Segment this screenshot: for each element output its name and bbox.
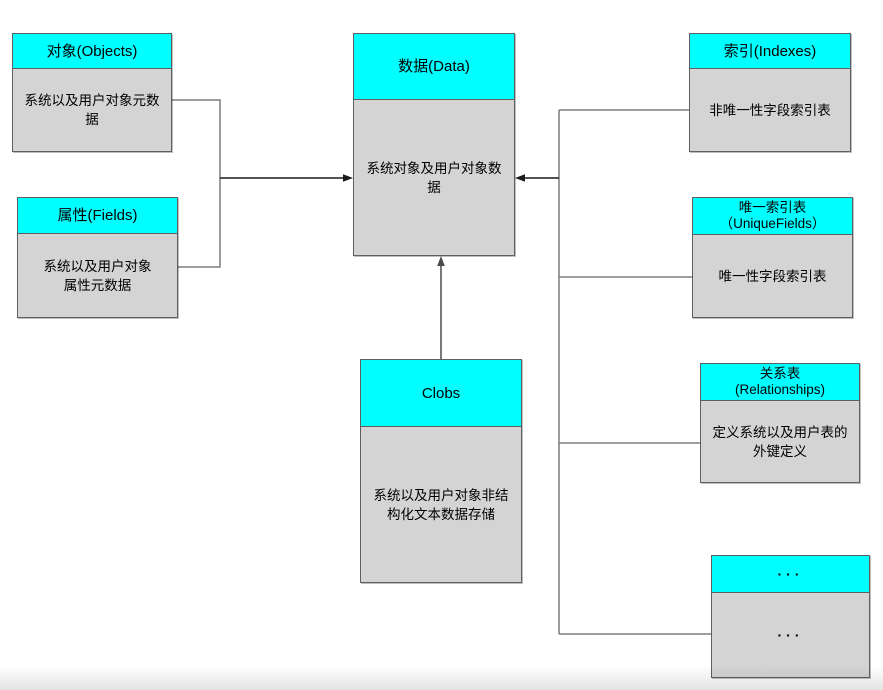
connector-objects-fields-junction bbox=[172, 99, 221, 268]
box-data-body: 系统对象及用户对象数 据 bbox=[354, 100, 514, 255]
box-clobs-title: Clobs bbox=[421, 384, 461, 402]
box-objects-text: 系统以及用户对象元数 据 bbox=[24, 93, 160, 127]
arrowhead-into-data-right bbox=[515, 174, 525, 182]
box-data-header: 数据(Data) bbox=[354, 34, 514, 100]
box-fields-body: 系统以及用户对象 属性元数据 bbox=[18, 234, 177, 317]
box-fields-title: 属性(Fields) bbox=[57, 207, 138, 224]
box-relationships-body: 定义系统以及用户表的 外键定义 bbox=[701, 401, 859, 482]
box-relationships-text: 定义系统以及用户表的 外键定义 bbox=[712, 424, 848, 459]
box-indexes-body: 非唯一性字段索引表 bbox=[690, 69, 850, 151]
box-objects-body: 系统以及用户对象元数 据 bbox=[13, 69, 171, 151]
box-relationships-header: 关系表 (Relationships) bbox=[701, 364, 859, 401]
box-fields-text: 系统以及用户对象 属性元数据 bbox=[43, 258, 152, 293]
box-indexes: 索引(Indexes) 非唯一性字段索引表 bbox=[689, 33, 851, 152]
box-indexes-title: 索引(Indexes) bbox=[723, 42, 817, 60]
box-data-text: 系统对象及用户对象数 据 bbox=[366, 160, 502, 195]
box-more-body: ··· bbox=[712, 593, 869, 677]
box-more-header: ··· bbox=[712, 556, 869, 593]
box-clobs-text: 系统以及用户对象非结 构化文本数据存储 bbox=[373, 487, 509, 522]
box-fields: 属性(Fields) 系统以及用户对象 属性元数据 bbox=[17, 197, 178, 318]
box-unique-fields-body: 唯一性字段索引表 bbox=[693, 235, 852, 317]
box-fields-header: 属性(Fields) bbox=[18, 198, 177, 234]
box-objects: 对象(Objects) 系统以及用户对象元数 据 bbox=[12, 33, 172, 152]
arrowhead-into-data-bottom bbox=[437, 256, 445, 266]
box-unique-fields-header: 唯一索引表 （UniqueFields） bbox=[693, 198, 852, 235]
box-clobs: Clobs 系统以及用户对象非结 构化文本数据存储 bbox=[360, 359, 522, 583]
box-objects-header: 对象(Objects) bbox=[13, 34, 171, 69]
box-data: 数据(Data) 系统对象及用户对象数 据 bbox=[353, 33, 515, 256]
box-indexes-text: 非唯一性字段索引表 bbox=[709, 102, 831, 118]
box-clobs-body: 系统以及用户对象非结 构化文本数据存储 bbox=[361, 427, 521, 582]
box-relationships: 关系表 (Relationships) 定义系统以及用户表的 外键定义 bbox=[700, 363, 860, 483]
arrowhead-into-data-left bbox=[343, 174, 353, 182]
box-unique-fields-title: 唯一索引表 （UniqueFields） bbox=[719, 200, 826, 231]
box-data-title: 数据(Data) bbox=[398, 58, 470, 75]
box-relationships-title: 关系表 (Relationships) bbox=[734, 366, 826, 397]
box-more-text: ··· bbox=[777, 626, 804, 643]
box-indexes-header: 索引(Indexes) bbox=[690, 34, 850, 69]
box-more-title: ··· bbox=[777, 565, 804, 582]
box-clobs-header: Clobs bbox=[361, 360, 521, 427]
box-more: ··· ··· bbox=[711, 555, 870, 678]
box-objects-title: 对象(Objects) bbox=[46, 42, 138, 60]
box-unique-fields: 唯一索引表 （UniqueFields） 唯一性字段索引表 bbox=[692, 197, 853, 318]
box-unique-fields-text: 唯一性字段索引表 bbox=[718, 268, 827, 284]
